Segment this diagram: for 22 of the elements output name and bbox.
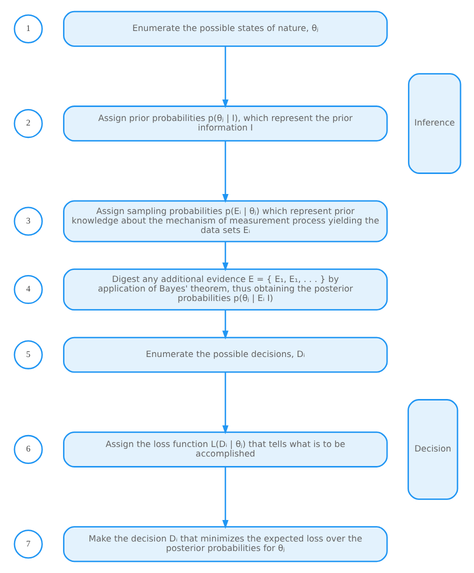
node-box: Decision — [407, 399, 458, 500]
arrow — [222, 372, 228, 434]
node-box: Inference — [407, 73, 461, 174]
arrow — [222, 466, 228, 529]
arrow — [222, 310, 228, 340]
node-circle: 4 — [13, 275, 42, 304]
arrow — [222, 242, 228, 272]
node-circle: 6 — [13, 434, 42, 464]
node-box: Digest any additional evidence E = { E₁, E₁, . . . } by application of Bayes' theorem, thus obtaining the posterior probabilities p(θⱼ | Eᵢ I) — [62, 268, 388, 311]
node-box: Assign the loss function L(Dᵢ | θⱼ) that tells what is to be accomplished — [62, 431, 388, 468]
node-box: Assign sampling probabilities p(Eᵢ | θⱼ) which represent prior knowledge about the mechanism of measurement process yielding the data sets Eᵢ — [62, 200, 388, 242]
node-circle: 5 — [13, 340, 42, 370]
node-box: Enumerate the possible decisions, Dᵢ — [62, 336, 388, 373]
arrow — [222, 140, 228, 203]
node-circle: 3 — [13, 206, 42, 236]
node-box: Make the decision Dᵢ that minimizes the expected loss over the posterior probabilities for θⱼ — [62, 526, 388, 562]
node-box: Assign prior probabilities p(θⱼ | I), which represent the prior information I — [62, 106, 388, 142]
node-box: Enumerate the possible states of nature, θⱼ — [62, 10, 388, 47]
node-circle: 7 — [13, 530, 42, 559]
node-circle: 2 — [13, 109, 42, 138]
arrow — [222, 46, 228, 108]
node-circle: 1 — [13, 14, 42, 44]
